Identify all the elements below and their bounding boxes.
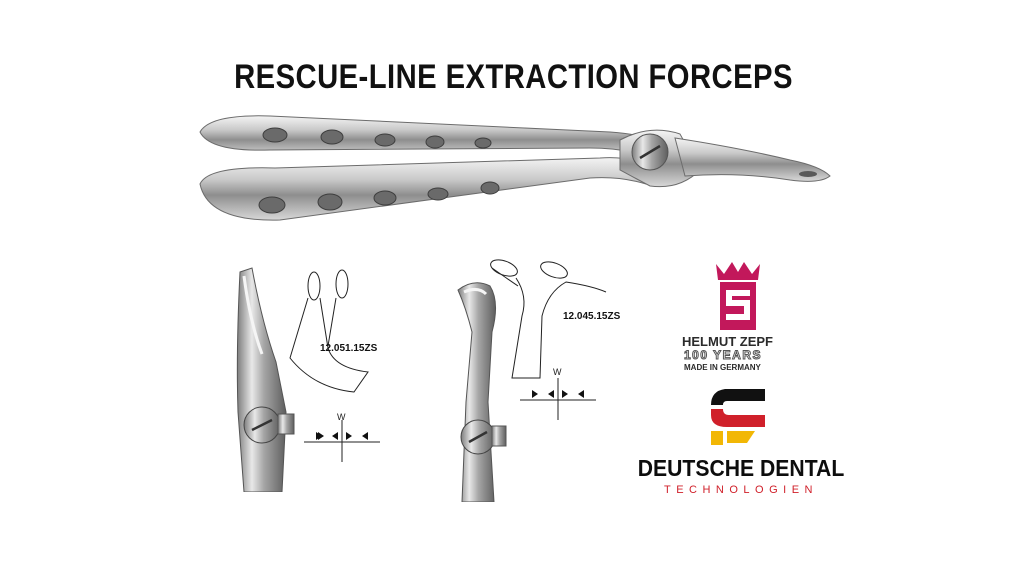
product-code-middle: 12.045.15ZS — [563, 311, 621, 322]
deutsche-dental-subtitle: TECHNOLOGIEN — [663, 484, 818, 496]
beak-diagram-middle — [490, 259, 607, 379]
width-label-left: W — [337, 412, 346, 422]
width-indicator-left — [304, 420, 380, 462]
width-indicator-middle — [520, 378, 596, 420]
beak-diagram-left — [289, 269, 369, 393]
deutsche-dental-name: DEUTSCHE DENTAL — [637, 455, 845, 481]
page-title: RESCUE-LINE EXTRACTION FORCEPS — [234, 58, 793, 96]
product-code-left: 12.051.15ZS — [320, 343, 378, 354]
helmut-zepf-anniversary: 100 YEARS — [684, 348, 762, 363]
deutsche-dental-logo-mark — [711, 389, 765, 445]
forceps-main-image — [199, 115, 831, 221]
helmut-zepf-origin: MADE IN GERMANY — [684, 363, 761, 372]
forceps-middle-image — [457, 282, 507, 502]
helmut-zepf-crown-logo — [716, 262, 760, 330]
width-label-middle: W — [553, 367, 562, 377]
helmut-zepf-name: HELMUT ZEPF — [682, 334, 773, 349]
forceps-left-image — [236, 267, 295, 492]
